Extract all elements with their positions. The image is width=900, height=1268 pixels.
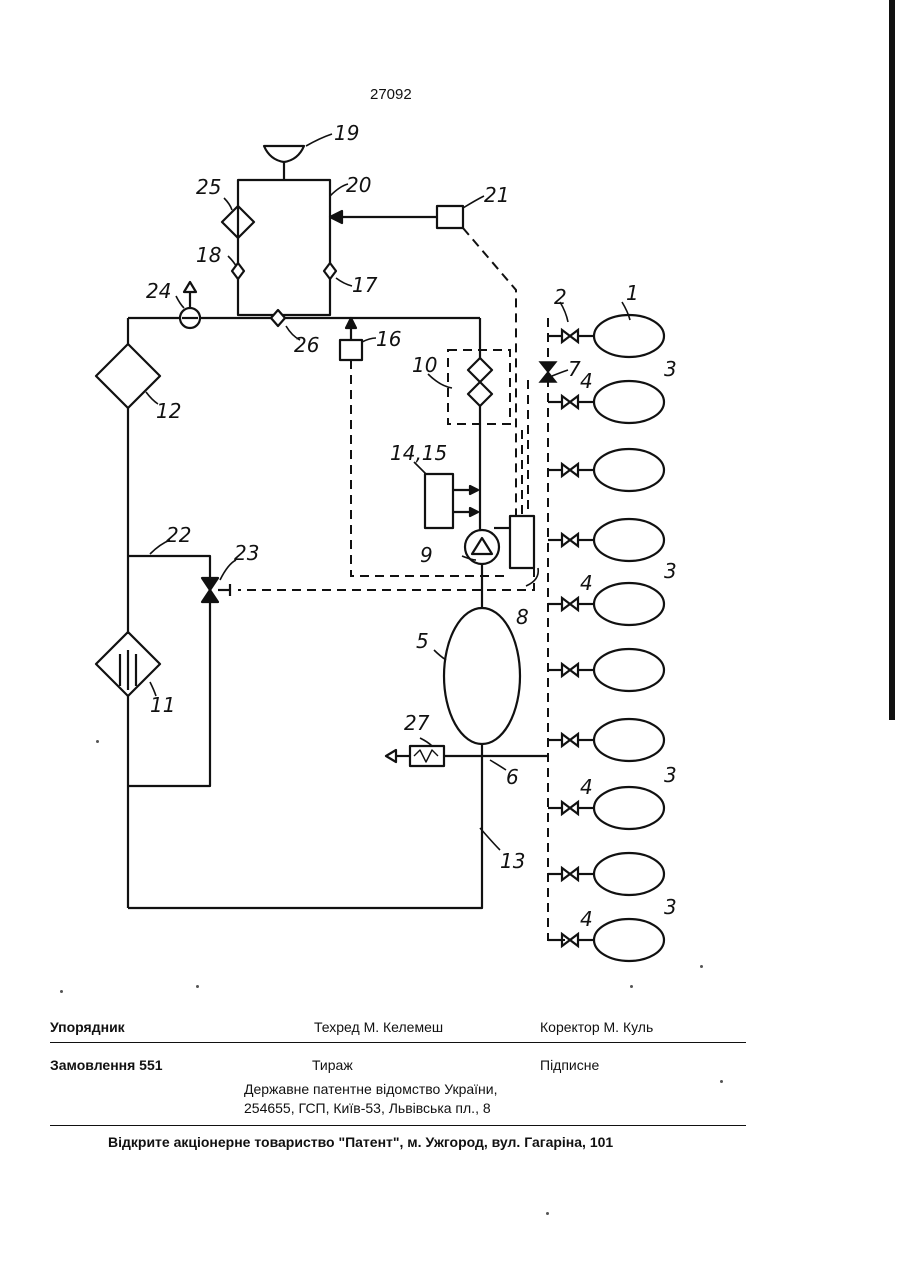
ref-label-1: 1 — [626, 281, 639, 305]
scan-speck — [60, 990, 63, 993]
cylinder-3-row — [548, 787, 664, 829]
proofreader-label: Коректор М. Куль — [540, 1019, 653, 1035]
tech-editor-label: Техред М. Келемеш — [314, 1019, 443, 1035]
cylinder-3-row — [548, 919, 664, 961]
scan-speck — [700, 965, 703, 968]
ref-label-21: 21 — [484, 183, 509, 207]
ref-label-3: 3 — [664, 895, 677, 919]
ref-label-22: 22 — [166, 523, 191, 547]
check-valve-26 — [271, 310, 285, 326]
ref-label-4: 4 — [580, 369, 593, 393]
ref-label-24: 24 — [146, 279, 171, 303]
footer-rule-bottom — [50, 1125, 746, 1126]
cylinder-3-row — [548, 583, 664, 625]
relief-valve-27 — [410, 746, 444, 766]
scan-speck — [96, 740, 99, 743]
sensor-21 — [437, 206, 463, 228]
cylinder-3-row — [548, 853, 664, 895]
ref-label-26: 26 — [294, 333, 319, 357]
compiler-label: Упорядник — [50, 1019, 125, 1035]
valve-23 — [202, 578, 218, 590]
ref-label-8: 8 — [516, 605, 529, 629]
circulation-label: Тираж — [312, 1057, 353, 1073]
ref-label-17: 17 — [352, 273, 378, 297]
ref-label-9: 9 — [420, 543, 433, 567]
office-line-2: 254655, ГСП, Київ-53, Львівська пл., 8 — [244, 1100, 491, 1116]
ref-label-1415: 14,15 — [390, 441, 447, 465]
cylinder-3-row — [548, 719, 664, 761]
ref-label-27: 27 — [404, 711, 430, 735]
ref-label-6: 6 — [506, 765, 519, 789]
order-label: Замовлення 551 — [50, 1057, 163, 1073]
office-line-1: Державне патентне відомство України, — [244, 1081, 498, 1097]
cylinder-3-row — [548, 449, 664, 491]
printer-label: Відкрите акціонерне товариство "Патент",… — [108, 1134, 613, 1150]
ref-label-23: 23 — [234, 541, 259, 565]
cylinder-3-row — [548, 381, 664, 423]
ref-label-13: 13 — [500, 849, 525, 873]
tank-20 — [238, 180, 330, 315]
subscription-label: Підписне — [540, 1057, 599, 1073]
ref-label-10: 10 — [412, 353, 437, 377]
ref-label-11: 11 — [150, 693, 175, 717]
cylinder-1-row — [548, 315, 664, 357]
ref-label-4: 4 — [580, 907, 593, 931]
check-valve-18 — [232, 263, 244, 279]
scan-speck — [720, 1080, 723, 1083]
ref-label-2: 2 — [554, 285, 567, 309]
ref-label-18: 18 — [196, 243, 221, 267]
funnel-19 — [264, 146, 304, 162]
filter-10a — [468, 358, 492, 382]
valve-7 — [540, 362, 556, 372]
controller-8 — [510, 516, 534, 568]
ref-label-3: 3 — [664, 559, 677, 583]
filter-10b — [468, 382, 492, 406]
ref-label-4: 4 — [580, 571, 593, 595]
ref-label-25: 25 — [196, 175, 221, 199]
sensor-block-14-15 — [425, 474, 453, 528]
scan-speck — [546, 1212, 549, 1215]
scan-speck — [630, 985, 633, 988]
ref-label-12: 12 — [156, 399, 181, 423]
scan-speck — [196, 985, 199, 988]
block-16 — [340, 340, 362, 360]
tank-5 — [444, 608, 520, 744]
ref-label-16: 16 — [376, 327, 401, 351]
ref-label-3: 3 — [664, 763, 677, 787]
check-valve-17 — [324, 263, 336, 279]
ref-label-5: 5 — [416, 629, 429, 653]
ref-label-3: 3 — [664, 357, 677, 381]
hydraulic-scheme-diagram: 192021251817242616101214,152223981152761… — [0, 0, 900, 1000]
ref-label-20: 20 — [346, 173, 371, 197]
footer-rule-top — [50, 1042, 746, 1043]
cylinder-3-row — [548, 519, 664, 561]
cylinder-3-row — [548, 649, 664, 691]
ref-label-19: 19 — [334, 121, 359, 145]
ref-label-4: 4 — [580, 775, 593, 799]
